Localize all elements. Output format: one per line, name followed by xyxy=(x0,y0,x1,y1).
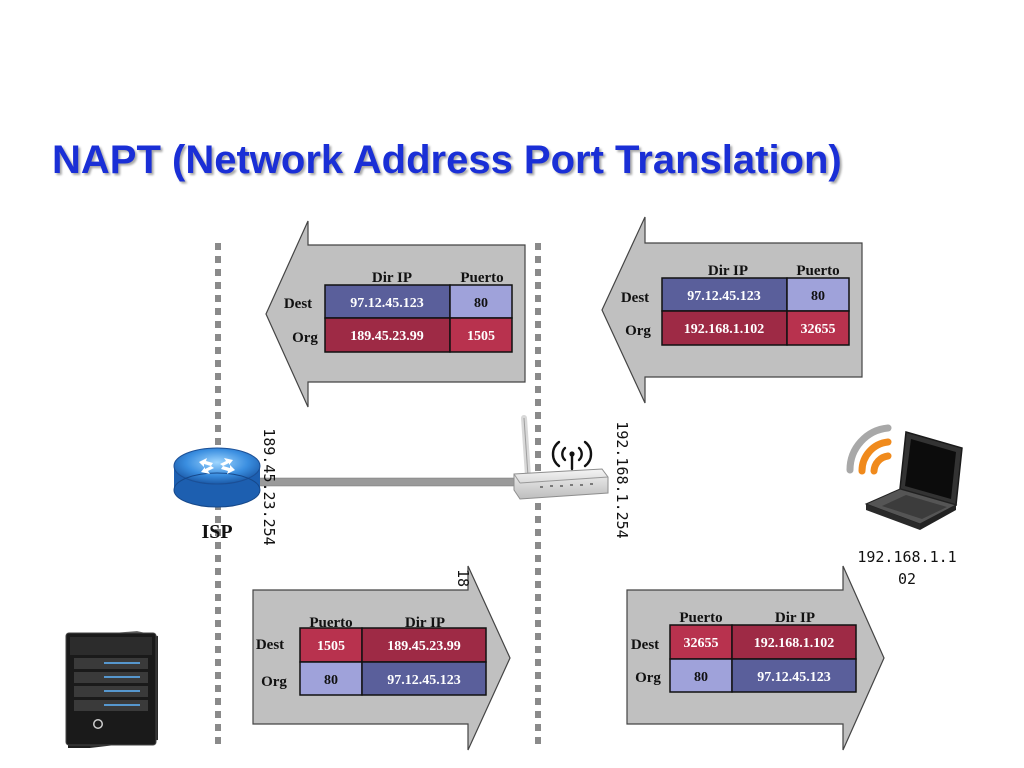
packet-top-left: Dir IP Puerto Dest Org 97.12.45.123 80 1… xyxy=(265,220,526,408)
org-port-cell xyxy=(669,658,733,693)
router-private-ip: 192.168.1.254 xyxy=(613,421,631,538)
org-port-value: 1505 xyxy=(467,329,495,344)
clipped-ip-fragment: 18 xyxy=(454,569,472,587)
dest-label: Dest xyxy=(621,290,649,306)
org-ip-cell xyxy=(661,310,788,346)
dest-ip-value: 97.12.45.123 xyxy=(350,296,424,311)
dest-port-value: 80 xyxy=(811,289,825,304)
dest-port-value: 32655 xyxy=(684,636,719,651)
dir-ip-header: Dir IP xyxy=(775,610,815,626)
dest-ip-cell xyxy=(731,624,857,660)
isp-router-icon xyxy=(173,447,261,508)
puerto-header: Puerto xyxy=(679,610,722,626)
dest-label: Dest xyxy=(631,637,659,653)
org-port-value: 32655 xyxy=(801,322,836,337)
dest-label: Dest xyxy=(256,637,284,653)
org-label: Org xyxy=(625,323,651,339)
dest-port-value: 1505 xyxy=(317,639,345,654)
org-ip-cell xyxy=(361,661,487,696)
packet-top-right: Dir IP Puerto Dest Org 97.12.45.123 80 1… xyxy=(601,216,863,404)
packet-bottom-left: Puerto Dir IP Dest Org 1505 189.45.23.99… xyxy=(252,565,511,751)
isp-label: ISP xyxy=(201,521,232,543)
dir-ip-header: Dir IP xyxy=(405,615,445,631)
puerto-header: Puerto xyxy=(460,270,503,286)
org-port-cell xyxy=(449,317,513,353)
org-ip-cell xyxy=(731,658,857,693)
dest-ip-value: 189.45.23.99 xyxy=(387,639,461,654)
org-label: Org xyxy=(635,670,661,686)
server-icon xyxy=(65,631,158,748)
dest-port-cell xyxy=(786,277,850,312)
laptop-wifi-icon xyxy=(846,424,892,475)
page-title: NAPT (Network Address Port Translation) xyxy=(52,138,842,182)
org-ip-value: 192.168.1.102 xyxy=(684,322,765,337)
dest-port-value: 80 xyxy=(474,296,488,311)
wireless-signal-icon xyxy=(551,440,593,471)
org-label: Org xyxy=(292,330,318,346)
laptop-ip-line1: 192.168.1.1 xyxy=(857,548,956,566)
dest-port-cell xyxy=(299,627,363,663)
laptop-ip-line2: 02 xyxy=(898,570,916,588)
dest-port-cell xyxy=(449,284,513,319)
wireless-router-icon xyxy=(513,415,609,500)
org-port-value: 80 xyxy=(324,673,338,688)
router-public-ip: 189.45.23.254 xyxy=(260,428,278,545)
org-ip-value: 189.45.23.99 xyxy=(350,329,424,344)
org-port-value: 80 xyxy=(694,670,708,685)
dest-ip-value: 97.12.45.123 xyxy=(687,289,761,304)
org-label: Org xyxy=(261,674,287,690)
org-ip-cell xyxy=(324,317,451,353)
network-link xyxy=(257,477,525,487)
dest-ip-value: 192.168.1.102 xyxy=(754,636,835,651)
dest-label: Dest xyxy=(284,296,312,312)
puerto-header: Puerto xyxy=(796,263,839,279)
packet-bottom-right: Puerto Dir IP Dest Org 32655 192.168.1.1… xyxy=(626,565,885,751)
dest-ip-cell xyxy=(661,277,788,312)
puerto-header: Puerto xyxy=(309,615,352,631)
org-ip-value: 97.12.45.123 xyxy=(757,670,831,685)
laptop-icon xyxy=(864,431,963,530)
dir-ip-header: Dir IP xyxy=(708,263,748,279)
org-port-cell xyxy=(786,310,850,346)
dir-ip-header: Dir IP xyxy=(372,270,412,286)
org-ip-value: 97.12.45.123 xyxy=(387,673,461,688)
